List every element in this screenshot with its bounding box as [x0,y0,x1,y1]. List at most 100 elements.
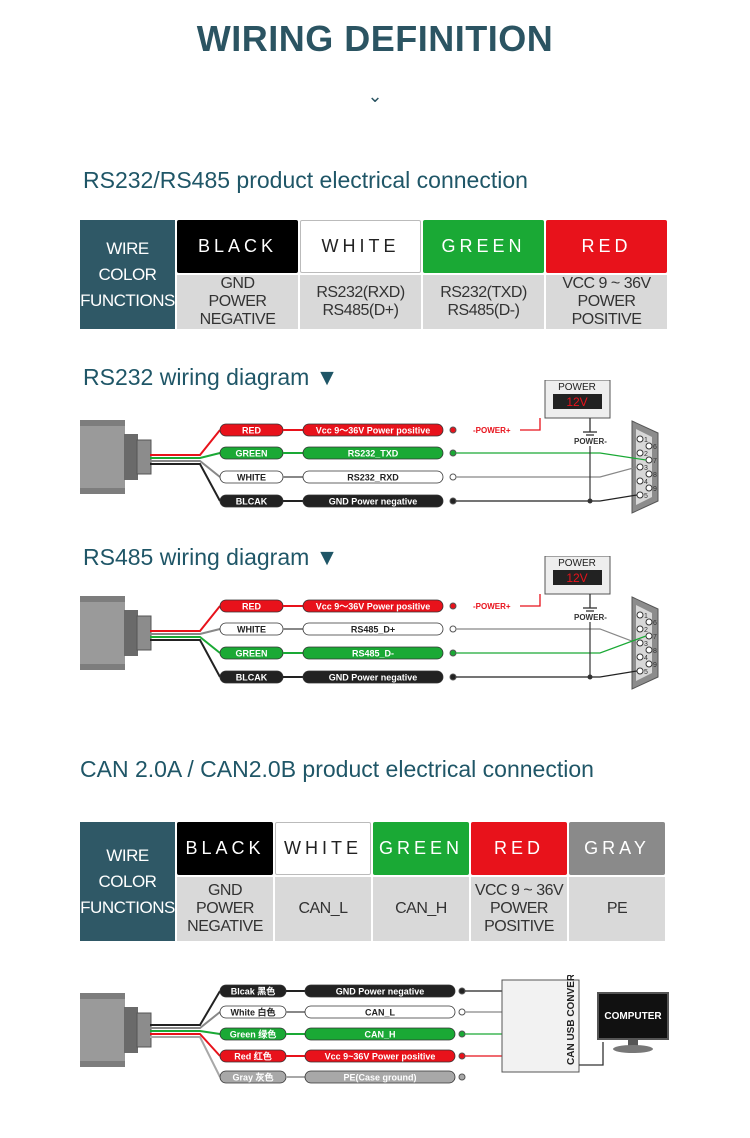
wire-desc-pill [302,423,444,437]
can-wire-name-text: Red 红色 [234,1051,272,1062]
wire-lead [150,639,221,678]
wire-name-white-text: WHITE [237,625,266,635]
wire-desc-pill [302,646,444,660]
label-line: WIRE [106,845,149,865]
function-cell-green: RS232(TXD)RS485(D-) [423,275,544,329]
wire-name-green-text: GREEN [235,649,267,659]
db9-pin [636,667,644,675]
wire-desc-text: RS232_TXD [348,449,399,459]
color-header-white: WHITE [275,822,371,875]
color-header-black: BLACK [177,822,273,875]
wire-color-functions-label: WIRE COLOR FUNCTIONS [80,822,175,941]
sensor-face [80,426,125,488]
rs485-heading: RS485 wiring diagram ▼ [83,544,339,570]
color-header-red: RED [471,822,567,875]
sensor-gland [124,1007,138,1053]
db9-pin [645,632,653,640]
db9-pin [636,449,644,457]
function-line: POSITIVE [484,918,554,935]
can-usb-converter [501,979,580,1073]
wire-name-red-text: RED [242,426,262,436]
function-cell-gray: PE [569,877,665,941]
can-wire-desc-text: CAN_L [365,1008,396,1018]
db9-pin-label: 2 [644,627,648,634]
can-wire-name-text: Gray 灰色 [232,1072,273,1083]
wire-desc-pill [302,670,444,684]
color-header-red: RED [546,220,667,273]
wire-lead [150,1030,221,1035]
wire-end [458,1030,466,1038]
wire-end [449,497,457,505]
computer-label: COMPUTER [604,1011,662,1022]
label-line: COLOR [98,264,157,284]
monitor-base [613,1045,653,1053]
wire-to-pin [456,635,647,654]
wire-desc-text: RS485_D+ [351,625,395,635]
function-line: NEGATIVE [199,311,276,328]
sensor-nut [136,615,152,651]
function-line: RS485(D+) [322,302,399,319]
wire-end [449,426,457,434]
voltage-display [553,570,602,585]
db9-pin-label: 9 [653,486,657,493]
db9-pin [636,639,644,647]
function-line: POWER [208,293,267,310]
can-wire-desc-pill [304,1049,456,1063]
chevron-down-icon: ⌄ [367,86,383,106]
wire-name-red-text: RED [242,602,262,612]
power-plus-line [520,418,541,431]
wire-to-pin [456,466,638,478]
wire-desc-pill [302,622,444,636]
can-wire-desc-pill [304,1005,456,1019]
db9-pin [645,456,653,464]
db9-pin-label: 5 [644,493,648,500]
wire-desc-text: RS485_D- [352,649,394,659]
sensor-face [80,602,125,664]
function-line: NEGATIVE [187,918,263,935]
function-line: RS232(TXD) [440,284,527,301]
function-cell-green: CAN_H [373,877,469,941]
db9-pin [645,470,653,478]
wire-to-pin [456,670,638,678]
wire-desc-pill [302,599,444,613]
wire-end [449,473,457,481]
page-title: WIRING DEFINITION [196,18,554,59]
function-line: PE [606,900,628,917]
usb-cable [579,1042,604,1066]
computer-monitor [597,992,669,1040]
wire-end [458,987,466,995]
can-wire-name-text: Green 绿色 [230,1029,277,1040]
wire-lead [150,605,221,632]
can-wire-desc-text: PE(Case ground) [343,1073,416,1083]
label-line: COLOR [98,871,157,891]
wire-lead [150,990,221,1026]
function-line: GND [220,275,255,292]
db9-pin [636,435,644,443]
function-line: POWER [490,900,548,917]
rs232-heading: RS232 wiring diagram ▼ [83,364,339,390]
wire-lead [150,463,221,502]
wire-end [458,1008,466,1016]
wire-end [458,1052,466,1060]
function-line: POWER POSITIVE [571,293,642,328]
power-box-label: POWER [558,382,596,393]
wire-desc-pill [302,470,444,484]
db9-pin [636,611,644,619]
function-line: VCC 9 ~ 36V [562,275,651,292]
section-heading-can: CAN 2.0A / CAN2.0B product electrical co… [80,756,594,782]
db9-pin [636,491,644,499]
db9-pin [645,484,653,492]
function-line: POWER [196,900,254,917]
sensor-gland [124,434,138,480]
wire-end [449,649,457,657]
label-line: FUNCTIONS [80,897,175,917]
wire-lead [150,1011,221,1029]
wire-to-pin [456,628,638,644]
